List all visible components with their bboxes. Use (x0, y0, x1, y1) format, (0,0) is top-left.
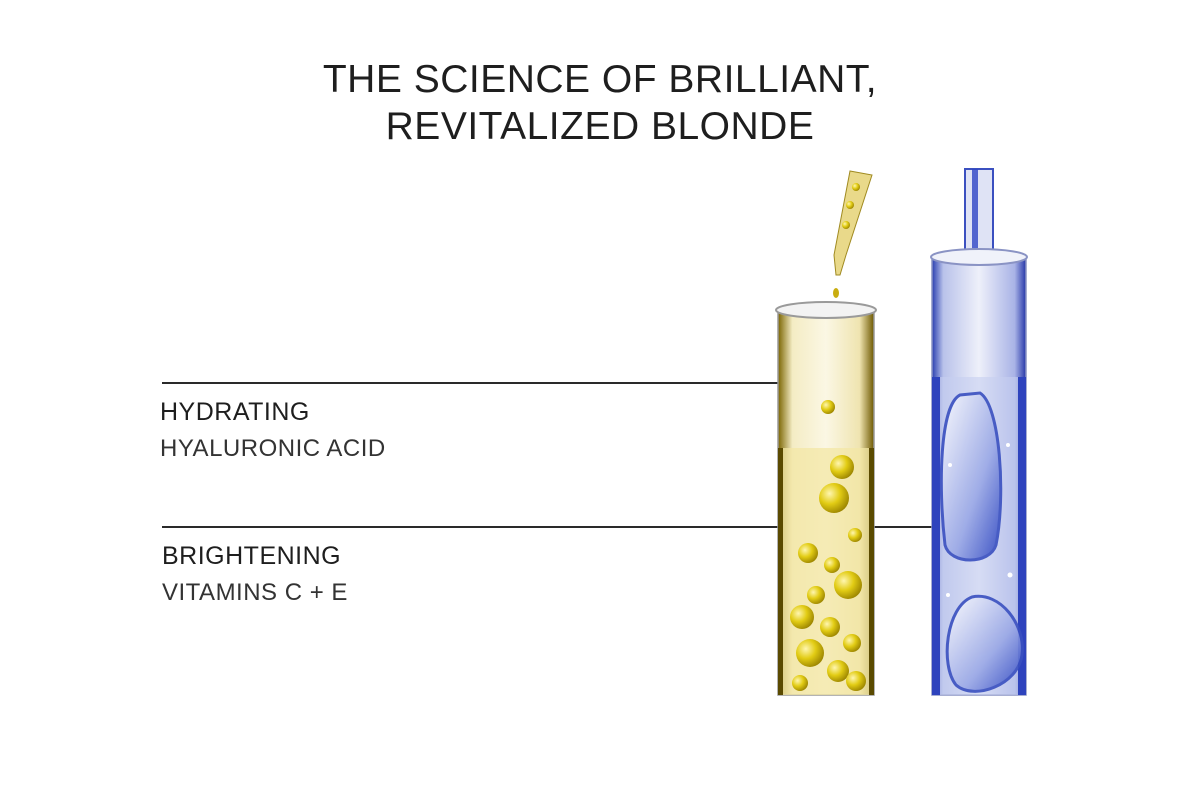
brightening-heading: BRIGHTENING (162, 542, 342, 570)
yellow-oil-test-tube-icon (775, 301, 877, 696)
brightening-ingredient: VITAMINS C + E (162, 579, 348, 606)
page-title: THE SCIENCE OF BRILLIANT, REVITALIZED BL… (0, 56, 1200, 150)
blue-serum-test-tube-icon (930, 248, 1028, 696)
yellow-dropper-icon (833, 170, 873, 298)
title-line-2: REVITALIZED BLONDE (385, 105, 815, 148)
title-line-1: THE SCIENCE OF BRILLIANT, (322, 58, 878, 101)
brightening-divider-line (162, 526, 974, 528)
hydrating-divider-line (162, 382, 838, 384)
hydrating-heading: HYDRATING (160, 398, 310, 426)
hydrating-ingredient: HYALURONIC ACID (160, 435, 386, 462)
test-tubes-illustration (775, 168, 1028, 696)
